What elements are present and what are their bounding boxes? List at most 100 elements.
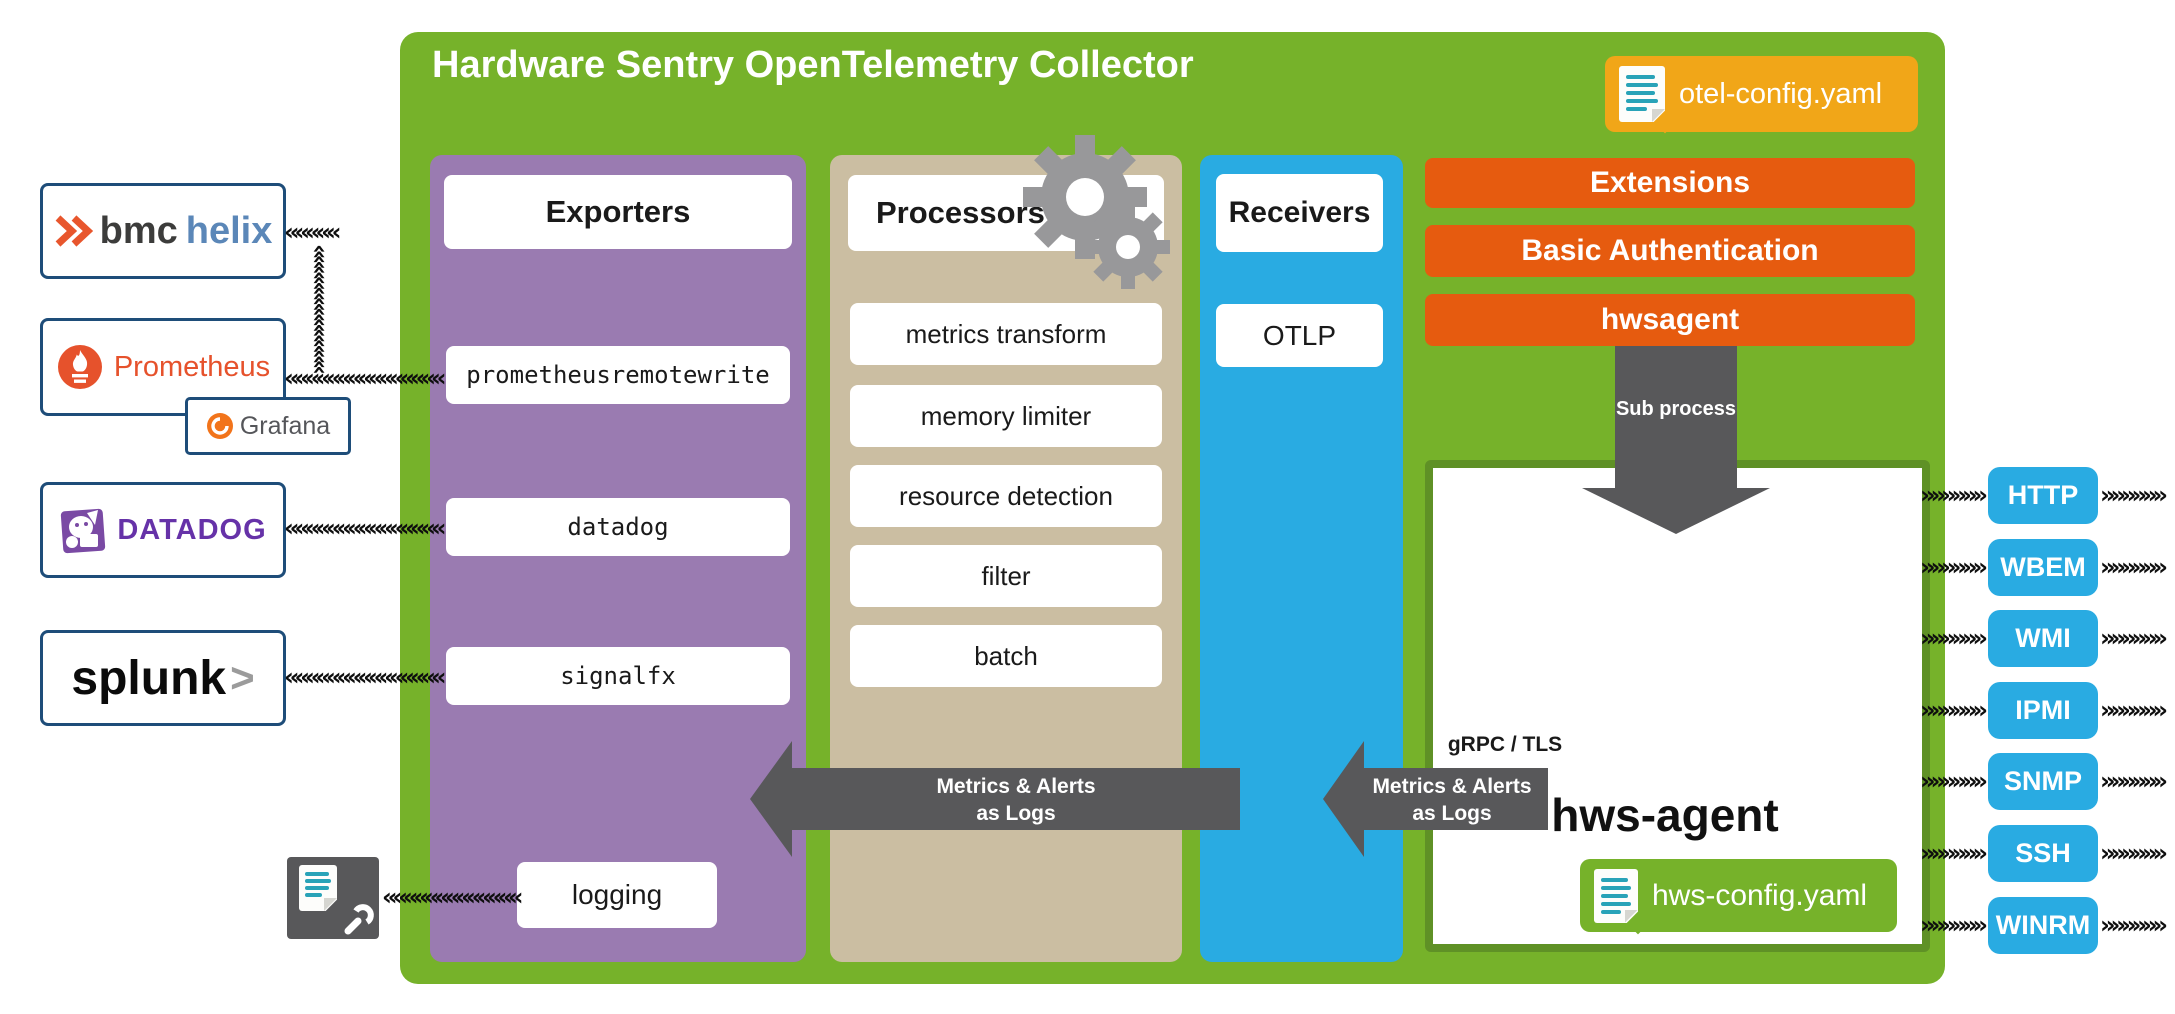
protocol-wmi: WMI: [1988, 610, 2098, 667]
chevron-run: »»»»»»: [2100, 911, 2168, 939]
basic-authentication-bar: Basic Authentication: [1425, 225, 1915, 277]
grafana-logo-icon: [206, 413, 233, 439]
basic-authentication-label: Basic Authentication: [1521, 234, 1819, 267]
grpc-tls-label: gRPC / TLS: [1440, 733, 1570, 757]
chevron-wmi-out: »»»»»»: [2100, 623, 2168, 653]
receivers-header: Receivers: [1216, 174, 1383, 252]
flow-label-line1: Metrics & Alerts: [936, 775, 1096, 798]
otel-config-badge: otel-config.yaml: [1605, 56, 1918, 134]
helix-label: helix: [185, 209, 273, 252]
extensions-bar: Extensions: [1425, 158, 1915, 208]
receiver-item-label: OTLP: [1262, 319, 1337, 351]
gears-icon: [1023, 135, 1170, 289]
flow-label-line1: Metrics & Alerts: [1372, 775, 1532, 798]
processor-item-label: resource detection: [899, 480, 1113, 511]
chevron-snmp-out: »»»»»»: [2100, 766, 2168, 796]
sub-process-label: Sub process: [1605, 398, 1747, 421]
chevron-snmp-in: »»»»»»: [1920, 766, 1988, 796]
wrench-icon: [344, 904, 374, 935]
sub-process-label-text: Sub process: [1615, 398, 1737, 420]
chevron-run: »»»»»»: [2100, 696, 2168, 724]
protocol-label: IPMI: [2015, 695, 2071, 725]
protocol-label: SSH: [2015, 838, 2071, 868]
otel-config-file-icon: [1619, 66, 1677, 134]
exporter-logging: logging: [517, 862, 717, 928]
chevron-wmi-in: »»»»»»: [1920, 623, 1988, 653]
chevron-run: »»»»»»: [1920, 839, 1988, 867]
chevron-ssh-out: »»»»»»: [2100, 838, 2168, 868]
flow-arrow-long-head: [750, 741, 792, 857]
chevron-ipmi-out: »»»»»»: [2100, 695, 2168, 725]
chevron-run: »»»»»»: [2100, 481, 2168, 509]
datadog-label: DATADOG: [117, 513, 267, 546]
grafana-box: Grafana: [185, 397, 351, 455]
processor-batch: batch: [850, 625, 1162, 687]
chevron-run: «««««««««««««««: [284, 364, 447, 392]
exporters-header: Exporters: [444, 175, 792, 249]
chevron-run: «««««: [284, 218, 341, 246]
prometheus-logo-icon: [57, 345, 102, 389]
flow-label-line2: as Logs: [976, 802, 1056, 825]
otel-config-label: otel-config.yaml: [1679, 77, 1883, 110]
receivers-header-label: Receivers: [1228, 196, 1371, 229]
chevron-bmc-vertical: ««««««««««««: [306, 244, 335, 374]
chevron-datadog: «««««««««««««««: [284, 513, 447, 543]
processor-filter: filter: [850, 545, 1162, 607]
exporter-item-label: prometheusremotewrite: [466, 361, 770, 389]
sub-process-arrow-head: [1582, 488, 1770, 534]
exporters-header-label: Exporters: [545, 194, 691, 229]
splunk-arrow-glyph: >: [230, 654, 255, 701]
chevron-ipmi-in: »»»»»»: [1920, 695, 1988, 725]
chevron-splunk: «««««««««««««««: [284, 662, 447, 692]
grafana-label: Grafana: [239, 411, 331, 440]
chevron-ssh-in: »»»»»»: [1920, 838, 1988, 868]
exporter-item-label: datadog: [567, 513, 669, 541]
chevron-run: »»»»»»: [1920, 696, 1988, 724]
protocol-http: HTTP: [1988, 467, 2098, 524]
datadog-logo-icon: [61, 508, 106, 554]
log-file-icon: [299, 865, 349, 923]
processor-item-label: batch: [974, 640, 1038, 671]
protocol-label: WMI: [2015, 623, 2071, 653]
protocol-wbem: WBEM: [1988, 539, 2098, 596]
hws-agent-name: hws-agent: [1480, 788, 1850, 842]
chevron-http-in: »»»»»»: [1920, 480, 1988, 510]
grpc-tls-label-text: gRPC / TLS: [1447, 733, 1563, 756]
flow-arrow-short-head: [1323, 741, 1364, 857]
protocol-label: WBEM: [2000, 552, 2086, 582]
hws-config-file-icon: [1594, 868, 1650, 934]
flow-arrow-long-label: Metrics & Alerts as Logs: [792, 773, 1240, 827]
protocol-snmp: SNMP: [1988, 753, 2098, 810]
protocol-label: SNMP: [2003, 766, 2082, 796]
chevron-run: ««««««««««««: [306, 244, 334, 371]
exporter-item-label: logging: [571, 879, 663, 910]
chevron-run: «««««««««««««: [382, 883, 524, 911]
flow-arrow-short-body: [1364, 768, 1548, 830]
receivers-column: [1200, 155, 1403, 962]
chevron-wbem-in: »»»»»»: [1920, 552, 1988, 582]
flow-arrow-short-label: Metrics & Alerts as Logs: [1352, 773, 1552, 827]
exporter-datadog: datadog: [446, 498, 790, 556]
bmc-label: bmc: [99, 209, 178, 252]
flow-arrow-long-body: [792, 768, 1240, 830]
hws-config-badge: hws-config.yaml: [1580, 859, 1897, 934]
chevron-bmc-horizontal: «««««: [284, 217, 341, 247]
bmc-helix-box: bmc helix: [40, 183, 286, 279]
exporter-item-label: signalfx: [560, 662, 676, 690]
protocol-winrm: WINRM: [1988, 897, 2098, 954]
chevron-logging: «««««««««««««: [382, 882, 524, 912]
chevron-run: »»»»»»: [1920, 481, 1988, 509]
chevron-prometheus: «««««««««««««««: [284, 363, 447, 393]
splunk-box: splunk >: [40, 630, 286, 726]
hwsagent-bar: hwsagent: [1425, 294, 1915, 346]
sub-process-arrow-stem: [1615, 346, 1737, 488]
processor-item-label: memory limiter: [920, 400, 1092, 431]
datadog-box: DATADOG: [40, 482, 286, 578]
chevron-run: »»»»»»: [1920, 624, 1988, 652]
chevron-wbem-out: »»»»»»: [2100, 552, 2168, 582]
chevron-run: »»»»»»: [2100, 553, 2168, 581]
diagram-title: Hardware Sentry OpenTelemetry Collector: [432, 44, 1194, 86]
processor-resource-detection: resource detection: [850, 465, 1162, 527]
processor-memory-limiter: memory limiter: [850, 385, 1162, 447]
logging-file-icon-tile: [287, 857, 379, 939]
